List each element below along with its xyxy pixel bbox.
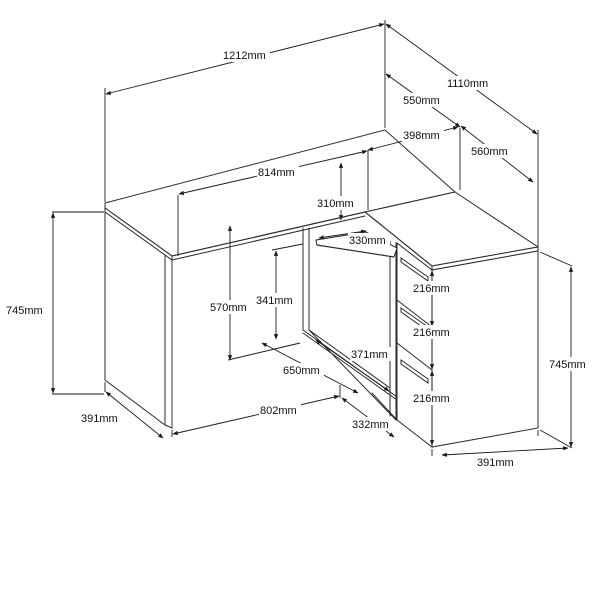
label-base-depth: 332mm	[352, 419, 389, 431]
right-cabinet-front	[396, 241, 433, 449]
right-cabinet-side	[431, 250, 539, 448]
label-drawer-2: 216mm	[413, 327, 450, 339]
drawer-divider-1	[396, 299, 433, 328]
dimension-lines	[50, 20, 574, 457]
label-drawer-1: 216mm	[413, 283, 450, 295]
label-return-length: 560mm	[471, 146, 508, 158]
dimension-labels: 1212mm 1110mm 550mm 398mm 560mm 814mm 31…	[5, 48, 592, 469]
desk-body	[104, 129, 540, 449]
label-base-width: 802mm	[260, 405, 297, 417]
label-desk-opening-width: 814mm	[258, 167, 295, 179]
label-return-top-inner: 398mm	[403, 130, 440, 142]
label-shelf-depth: 330mm	[349, 235, 386, 247]
drawer-handle-3	[400, 359, 429, 384]
label-shelf-opening-height: 341mm	[256, 295, 293, 307]
drawer-divider-2	[396, 342, 433, 371]
left-panel-front	[164, 252, 173, 429]
label-height-left: 745mm	[6, 305, 43, 317]
label-left-panel-depth: 391mm	[81, 413, 118, 425]
label-shelf-height-top: 310mm	[317, 198, 354, 210]
label-drawer-3: 216mm	[413, 393, 450, 405]
label-shelf-width-bottom: 650mm	[283, 365, 320, 377]
label-return-top-depth: 550mm	[403, 95, 440, 107]
label-right-base-depth: 391mm	[477, 457, 514, 469]
label-opening-height: 570mm	[210, 302, 247, 314]
label-shelf-inner-depth: 371mm	[351, 349, 388, 361]
label-height-right: 745mm	[549, 359, 586, 371]
label-total-depth: 1110mm	[447, 78, 488, 90]
label-total-width: 1212mm	[223, 50, 266, 62]
